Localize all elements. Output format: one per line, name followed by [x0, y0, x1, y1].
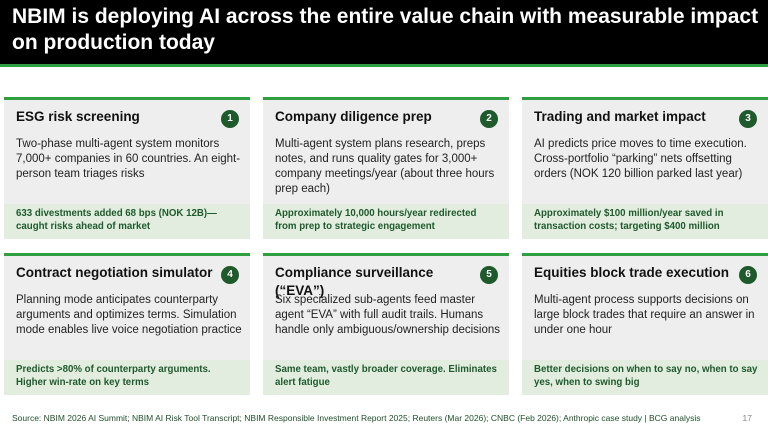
card-description: Multi-agent process supports decisions o…: [534, 294, 755, 336]
card-number-badge: 1: [221, 110, 239, 128]
header-bar: NBIM is deploying AI across the entire v…: [0, 0, 768, 64]
card-description: Six specialized sub-agents feed master a…: [275, 294, 501, 336]
card-company-diligence-prep: Company diligence prep 2 Multi-agent sys…: [263, 97, 509, 239]
card-number-badge: 5: [480, 266, 498, 284]
card-description: Two-phase multi-agent system monitors 7,…: [16, 138, 241, 180]
header-divider: [0, 64, 768, 67]
card-impact: Same team, vastly broader coverage. Elim…: [263, 360, 509, 395]
card-number-badge: 6: [739, 266, 757, 284]
card-title: Compliance surveillance (“EVA”): [275, 265, 434, 298]
card-impact: Predicts >80% of counterparty arguments.…: [4, 360, 250, 395]
card-equities-block-trade: Equities block trade execution 6 Multi-a…: [522, 253, 768, 395]
card-description: Multi-agent system plans research, preps…: [275, 138, 495, 195]
card-title: Company diligence prep: [275, 109, 432, 124]
card-number-badge: 4: [221, 266, 239, 284]
card-title: Contract negotiation simulator: [16, 265, 213, 280]
card-impact: Better decisions on when to say no, when…: [522, 360, 768, 395]
card-impact: 633 divestments added 68 bps (NOK 12B)—c…: [4, 204, 250, 239]
card-number-badge: 3: [739, 110, 757, 128]
card-compliance-surveillance: Compliance surveillance (“EVA”) 5 Six sp…: [263, 253, 509, 395]
card-number-badge: 2: [480, 110, 498, 128]
card-description: AI predicts price moves to time executio…: [534, 138, 747, 180]
card-esg-risk-screening: ESG risk screening 1 Two-phase multi-age…: [4, 97, 250, 239]
card-trading-market-impact: Trading and market impact 3 AI predicts …: [522, 97, 768, 239]
card-title: ESG risk screening: [16, 109, 140, 124]
page-title: NBIM is deploying AI across the entire v…: [12, 5, 759, 54]
card-impact: Approximately 10,000 hours/year redirect…: [263, 204, 509, 239]
card-impact: Approximately $100 million/year saved in…: [522, 204, 768, 239]
source-note: Source: NBIM 2026 AI Summit; NBIM AI Ris…: [12, 413, 701, 423]
page-number: 17: [742, 413, 752, 423]
card-contract-negotiation-simulator: Contract negotiation simulator 4 Plannin…: [4, 253, 250, 395]
card-title: Equities block trade execution: [534, 265, 730, 280]
card-description: Planning mode anticipates counterparty a…: [16, 294, 242, 336]
card-title: Trading and market impact: [534, 109, 706, 124]
